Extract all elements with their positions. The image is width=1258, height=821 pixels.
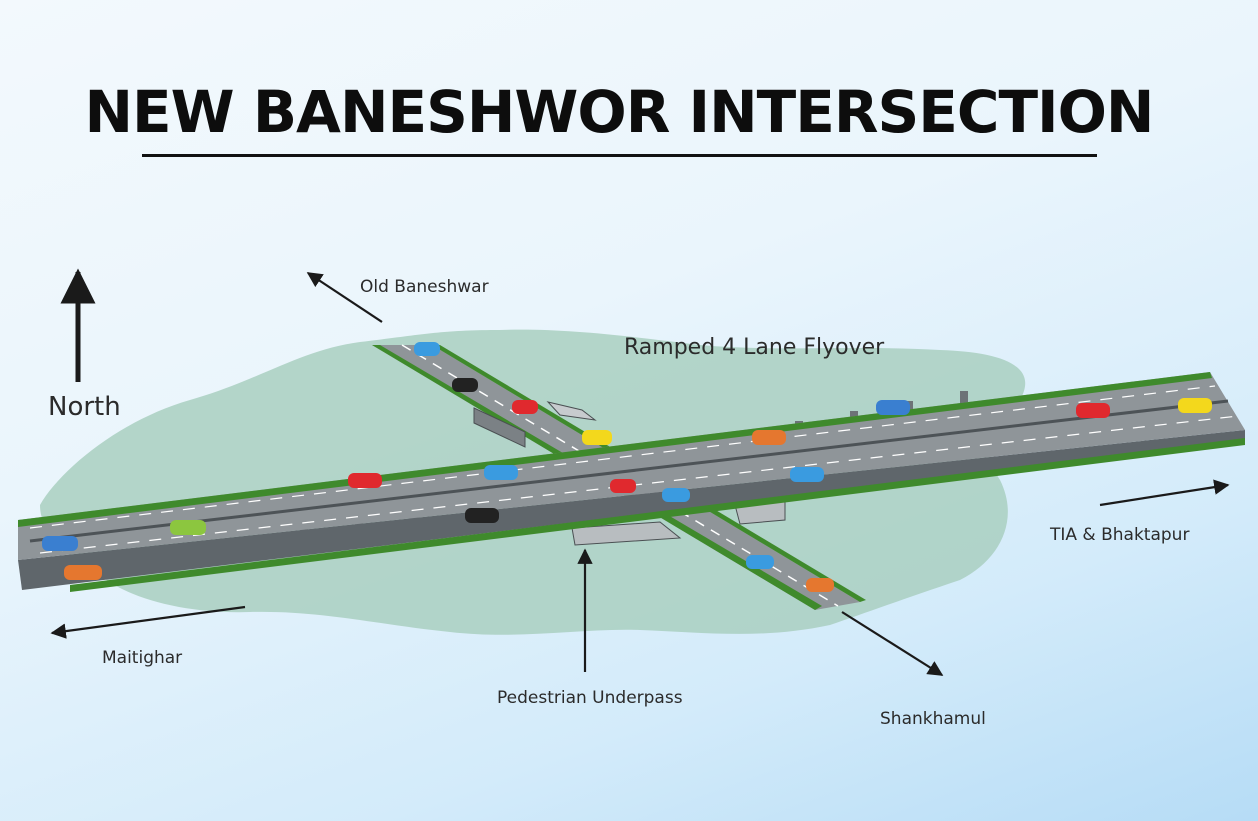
car: [876, 400, 910, 415]
car: [170, 520, 206, 535]
car: [1178, 398, 1212, 413]
flyover-label: Ramped 4 Lane Flyover: [624, 335, 885, 360]
car: [42, 536, 78, 551]
north-label: North: [48, 392, 121, 422]
maitighar-arrow: [50, 605, 246, 639]
car: [790, 467, 824, 482]
pedestrian-underpass-label: Pedestrian Underpass: [497, 688, 683, 708]
car: [484, 465, 518, 480]
car: [746, 555, 774, 569]
car: [582, 430, 612, 445]
car: [752, 430, 786, 445]
car: [452, 378, 478, 392]
old-baneshwar-label: Old Baneshwar: [360, 277, 489, 297]
old-baneshwar-arrow: [306, 272, 383, 323]
car: [662, 488, 690, 502]
direction-arrows: [50, 268, 1230, 676]
maitighar-label: Maitighar: [102, 648, 182, 668]
tia-bhaktapur-label: TIA & Bhaktapur: [1049, 525, 1189, 545]
tia-arrow: [1099, 479, 1230, 507]
shankhamul-arrow: [841, 611, 944, 676]
title-underline: [142, 154, 1097, 157]
car: [1076, 403, 1110, 418]
car: [64, 565, 102, 580]
shankhamul-label: Shankhamul: [880, 709, 986, 729]
car: [806, 578, 834, 592]
car: [348, 473, 382, 488]
diagram-title: NEW BANESHWOR INTERSECTION: [84, 78, 1155, 146]
vehicles: [42, 342, 1212, 592]
car: [610, 479, 636, 493]
car: [512, 400, 538, 414]
main-flyover: [18, 372, 1245, 592]
car: [414, 342, 440, 356]
car: [465, 508, 499, 523]
